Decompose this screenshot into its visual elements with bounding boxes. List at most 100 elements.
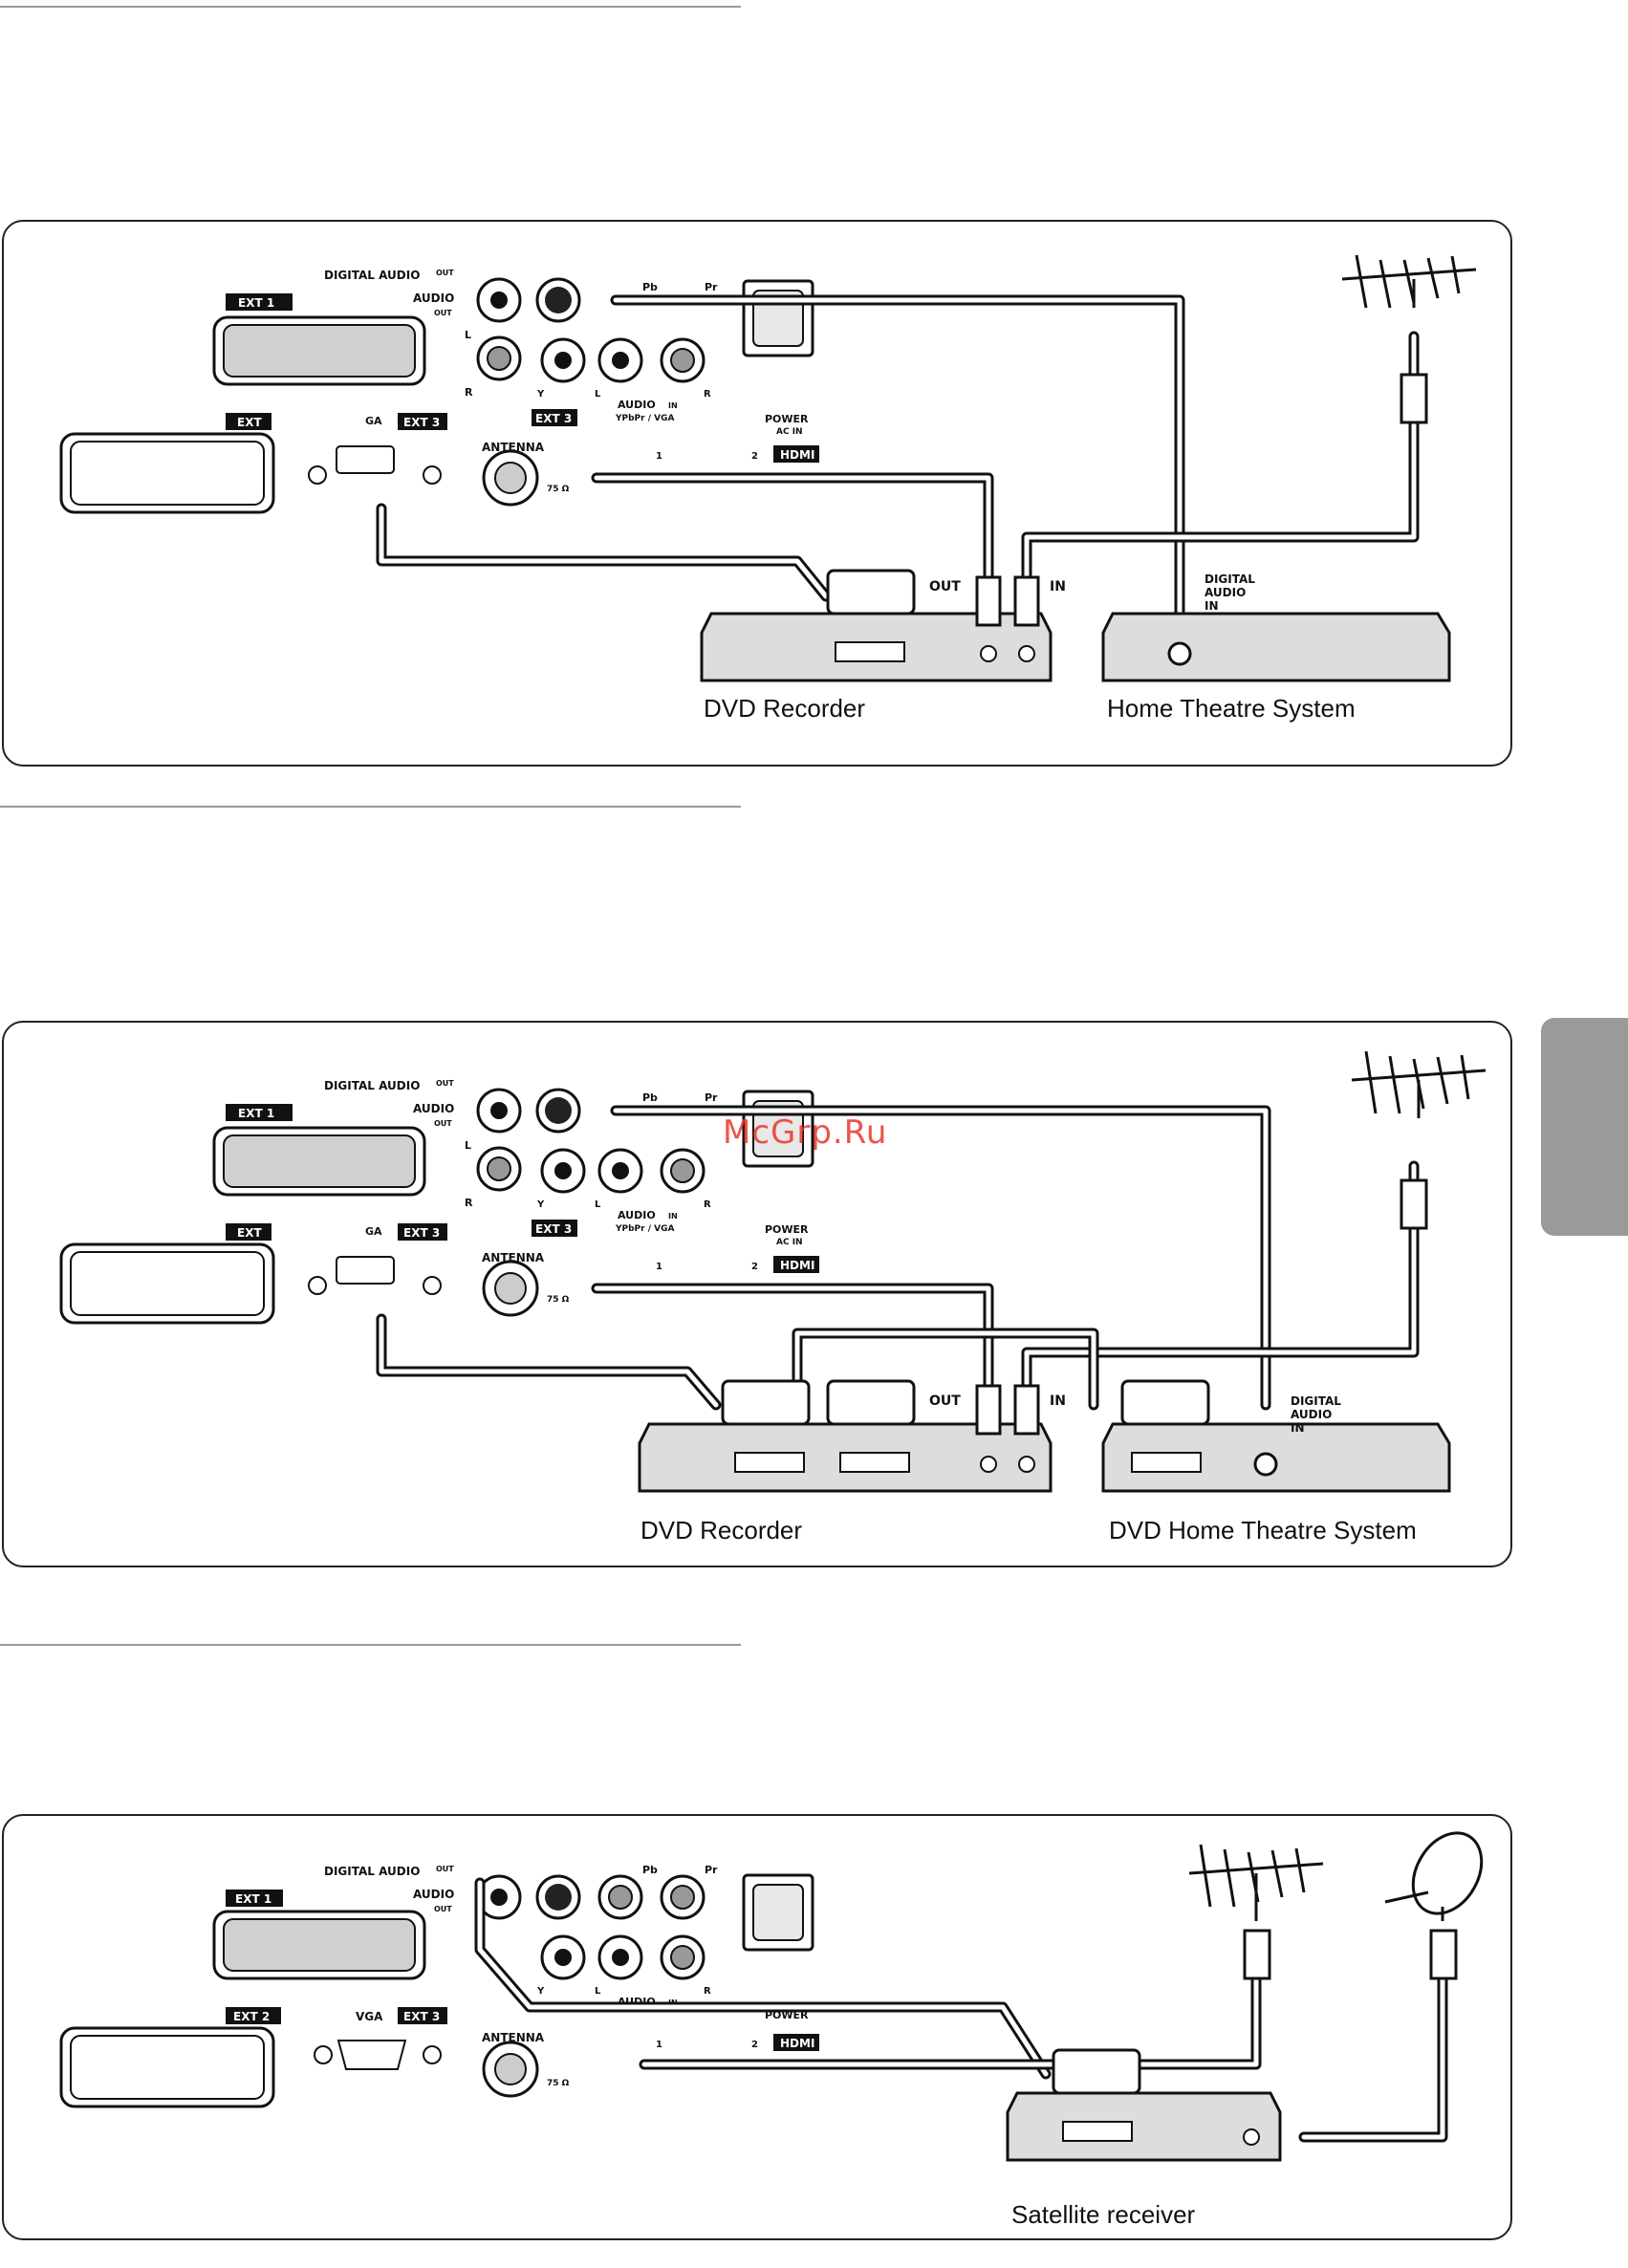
svg-text:EXT: EXT	[237, 1226, 262, 1240]
svg-text:75 Ω: 75 Ω	[547, 485, 570, 494]
device-label-dvd-recorder: DVD Recorder	[704, 694, 866, 723]
svg-text:GA: GA	[365, 1225, 382, 1238]
dvd-recorder: OUT IN	[700, 569, 1066, 682]
svg-text:AUDIO: AUDIO	[413, 292, 454, 305]
section-rule-3	[0, 1644, 741, 1646]
svg-text:EXT 1: EXT 1	[235, 1892, 271, 1906]
svg-text:OUT: OUT	[436, 1865, 454, 1873]
diagram-panel-3: DIGITAL AUDIO OUT EXT 1 AUDIO OUT Pb Pr	[2, 1814, 1512, 2240]
svg-text:Pr: Pr	[705, 1091, 718, 1104]
svg-text:2: 2	[751, 2040, 758, 2050]
vga-port	[336, 445, 395, 474]
tv-connector-panel: DIGITAL AUDIO OUT EXT 1 AUDIO OUT L R Pb…	[59, 269, 819, 514]
dvd-home-theatre-system: DIGITAL AUDIO IN	[1101, 1379, 1451, 1493]
svg-text:Y: Y	[536, 389, 545, 400]
svg-text:HDMI: HDMI	[780, 1259, 814, 1272]
svg-text:HDMI: HDMI	[780, 448, 814, 462]
ext1-label: EXT 1	[238, 296, 274, 310]
svg-text:AUDIO: AUDIO	[1291, 1408, 1332, 1421]
svg-text:ANTENNA: ANTENNA	[482, 2031, 545, 2044]
svg-text:L: L	[595, 389, 601, 400]
svg-text:Pb: Pb	[642, 1091, 658, 1104]
svg-text:EXT 3: EXT 3	[403, 1226, 440, 1240]
device-label-dvd-recorder: DVD Recorder	[640, 1516, 803, 1544]
svg-text:AUDIO: AUDIO	[413, 1102, 454, 1115]
antenna-icon	[1351, 1050, 1487, 1230]
svg-text:1: 1	[656, 2040, 662, 2050]
svg-text:EXT 3: EXT 3	[535, 412, 572, 425]
antenna-icon	[1341, 254, 1477, 424]
svg-text:Y: Y	[536, 1199, 545, 1210]
svg-text:IN: IN	[668, 1212, 678, 1220]
svg-text:L: L	[595, 1199, 601, 1210]
svg-text:IN: IN	[1050, 1393, 1066, 1409]
svg-text:Pb: Pb	[642, 281, 658, 293]
antenna-icon	[1188, 1844, 1324, 1980]
svg-text:AC IN: AC IN	[776, 1238, 803, 1247]
svg-text:1: 1	[656, 1262, 662, 1272]
connection-diagram-3: DIGITAL AUDIO OUT EXT 1 AUDIO OUT Pb Pr	[59, 1831, 1484, 2162]
svg-text:AC IN: AC IN	[776, 427, 803, 437]
svg-text:DIGITAL AUDIO: DIGITAL AUDIO	[324, 1079, 420, 1092]
svg-text:VGA: VGA	[356, 2010, 383, 2023]
svg-text:75 Ω: 75 Ω	[547, 1295, 570, 1305]
svg-text:EXT 3: EXT 3	[403, 2010, 440, 2023]
svg-text:IN: IN	[668, 401, 678, 410]
svg-text:R: R	[465, 1197, 473, 1209]
svg-text:R: R	[704, 1199, 711, 1210]
svg-text:L: L	[465, 329, 471, 341]
svg-text:IN: IN	[1291, 1421, 1305, 1435]
svg-text:DIGITAL AUDIO: DIGITAL AUDIO	[324, 1865, 420, 1878]
connection-diagram-2: DIGITAL AUDIO OUT EXT 1 AUDIO OUT L R Pb…	[59, 1050, 1487, 1493]
svg-text:Pr: Pr	[705, 281, 718, 293]
svg-text:75 Ω: 75 Ω	[547, 2079, 570, 2088]
rec-in-label: IN	[1050, 579, 1066, 594]
svg-text:AUDIO: AUDIO	[413, 1888, 454, 1901]
section-rule-1	[0, 6, 741, 8]
svg-text:Y: Y	[536, 1986, 545, 1997]
svg-text:EXT 3: EXT 3	[535, 1222, 572, 1236]
watermark: McGrp.Ru	[723, 1113, 888, 1152]
svg-text:L: L	[465, 1139, 471, 1152]
cables	[474, 1877, 1448, 2143]
chapter-side-tab	[1541, 1018, 1628, 1236]
svg-text:L: L	[595, 1986, 601, 1997]
svg-text:IN: IN	[1205, 599, 1219, 613]
rec-out-label: OUT	[929, 579, 961, 594]
svg-text:POWER: POWER	[765, 413, 809, 425]
svg-text:OUT: OUT	[434, 309, 452, 317]
svg-text:GA: GA	[365, 415, 382, 427]
svg-text:R: R	[465, 386, 473, 399]
svg-text:DIGITAL: DIGITAL	[1291, 1394, 1341, 1408]
svg-text:1: 1	[656, 451, 662, 462]
svg-text:OUT: OUT	[434, 1905, 452, 1913]
svg-text:POWER: POWER	[765, 1223, 809, 1236]
svg-text:R: R	[704, 389, 711, 400]
device-label-home-theatre: Home Theatre System	[1107, 694, 1356, 723]
satellite-receiver	[1006, 2048, 1282, 2162]
tv-connector-panel: DIGITAL AUDIO OUT EXT 1 AUDIO OUT L R Pb…	[59, 1079, 819, 1325]
svg-text:Pb: Pb	[642, 1864, 658, 1876]
svg-text:ANTENNA: ANTENNA	[482, 441, 545, 454]
cables	[376, 294, 1420, 619]
diagram-panel-1: DIGITAL AUDIO OUT EXT 1 AUDIO OUT L R Pb…	[2, 220, 1512, 767]
svg-text:OUT: OUT	[434, 1119, 452, 1128]
svg-text:OUT: OUT	[436, 1079, 454, 1088]
cables	[376, 1105, 1420, 1411]
svg-text:HDMI: HDMI	[780, 2037, 814, 2050]
svg-text:EXT 1: EXT 1	[238, 1107, 274, 1120]
satellite-dish-icon	[1384, 1831, 1484, 1980]
device-label-satellite-receiver: Satellite receiver	[1011, 2200, 1196, 2229]
svg-text:DIGITAL: DIGITAL	[1205, 572, 1255, 586]
tv-connector-panel: DIGITAL AUDIO OUT EXT 1 AUDIO OUT Pb Pr	[59, 1864, 819, 2108]
svg-text:Pr: Pr	[705, 1864, 718, 1876]
section-rule-2	[0, 806, 741, 808]
svg-text:2: 2	[751, 451, 758, 462]
svg-text:AUDIO: AUDIO	[618, 399, 656, 411]
svg-text:EXT: EXT	[237, 416, 262, 429]
svg-text:OUT: OUT	[929, 1393, 961, 1409]
dvd-recorder: OUT IN	[638, 1379, 1066, 1493]
svg-text:OUT: OUT	[436, 269, 454, 277]
home-theatre-system: DIGITAL AUDIO IN	[1101, 572, 1451, 682]
diagram-panel-2: DIGITAL AUDIO OUT EXT 1 AUDIO OUT L R Pb…	[2, 1021, 1512, 1567]
